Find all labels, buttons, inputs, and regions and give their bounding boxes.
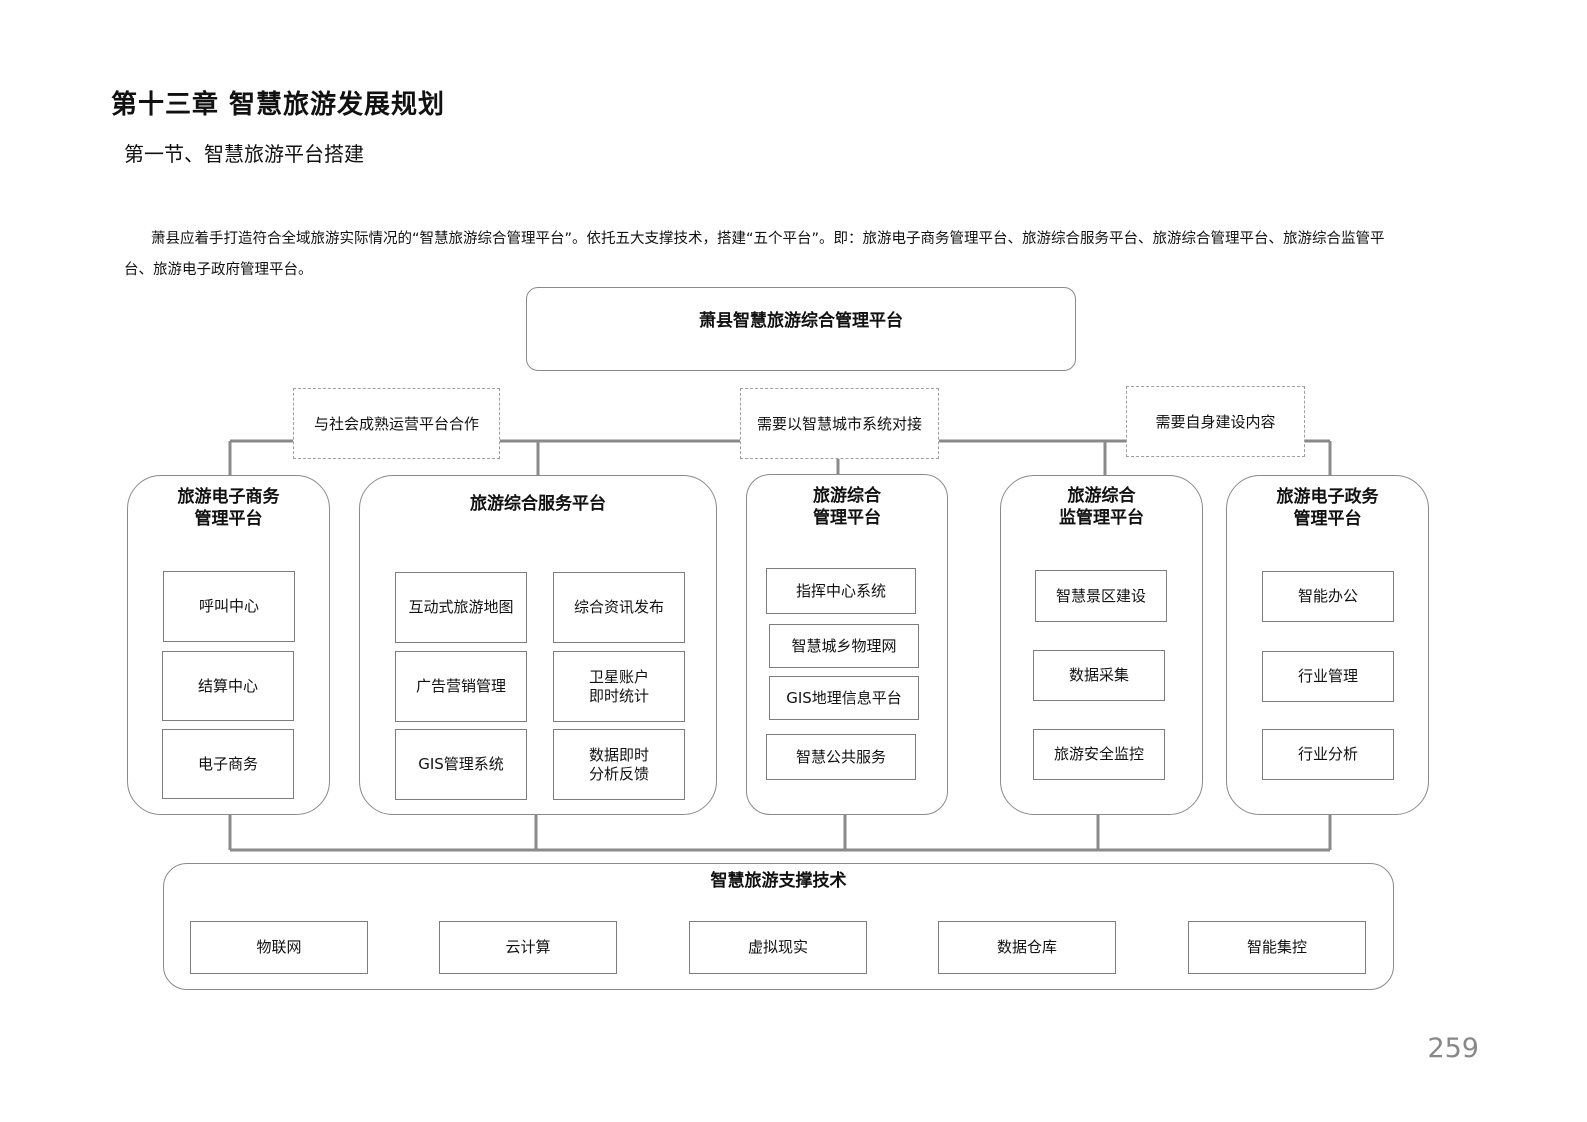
note-smart-city: 需要以智慧城市系统对接 bbox=[740, 388, 939, 459]
item-gis-management: GIS管理系统 bbox=[395, 729, 527, 800]
platform-supervision-title: 旅游综合 监管理平台 bbox=[1059, 486, 1144, 528]
tech-iot: 物联网 bbox=[190, 921, 368, 974]
platform-service-title: 旅游综合服务平台 bbox=[470, 494, 606, 514]
platform-ecommerce-title: 旅游电子商务 管理平台 bbox=[177, 487, 280, 529]
item-command-center: 指挥中心系统 bbox=[766, 568, 916, 614]
item-smart-network: 智慧城乡物理网 bbox=[769, 624, 919, 668]
tech-vr: 虚拟现实 bbox=[689, 921, 867, 974]
note-self-build: 需要自身建设内容 bbox=[1126, 386, 1305, 457]
item-industry-management: 行业管理 bbox=[1262, 651, 1394, 702]
top-platform-title: 萧县智慧旅游综合管理平台 bbox=[699, 311, 903, 331]
item-settlement-center: 结算中心 bbox=[162, 651, 294, 721]
page-number: 259 bbox=[1427, 1033, 1479, 1064]
item-info-publish: 综合资讯发布 bbox=[553, 572, 685, 643]
item-ad-marketing: 广告营销管理 bbox=[395, 651, 527, 722]
item-data-collection: 数据采集 bbox=[1033, 650, 1165, 701]
item-safety-monitor: 旅游安全监控 bbox=[1033, 729, 1165, 780]
item-smart-scenic: 智慧景区建设 bbox=[1035, 570, 1167, 622]
item-public-service: 智慧公共服务 bbox=[766, 734, 916, 780]
item-call-center: 呼叫中心 bbox=[163, 571, 295, 642]
note-social-platform: 与社会成熟运营平台合作 bbox=[293, 388, 500, 459]
tech-smart-control: 智能集控 bbox=[1188, 921, 1366, 974]
item-industry-analysis: 行业分析 bbox=[1262, 729, 1394, 780]
item-interactive-map: 互动式旅游地图 bbox=[395, 572, 527, 643]
item-satellite-account: 卫星账户 即时统计 bbox=[553, 651, 685, 722]
top-platform-box bbox=[526, 287, 1076, 371]
chapter-title: 第十三章 智慧旅游发展规划 bbox=[111, 90, 446, 120]
intro-paragraph: 萧县应着手打造符合全域旅游实际情况的“智慧旅游综合管理平台”。依托五大支撑技术，… bbox=[124, 231, 1385, 278]
item-smart-office: 智能办公 bbox=[1262, 571, 1394, 622]
support-technology-title: 智慧旅游支撑技术 bbox=[710, 871, 847, 891]
section-title: 第一节、智慧旅游平台搭建 bbox=[124, 142, 364, 166]
item-ecommerce: 电子商务 bbox=[162, 729, 294, 799]
platform-management-title: 旅游综合 管理平台 bbox=[813, 486, 881, 528]
item-data-feedback: 数据即时 分析反馈 bbox=[553, 729, 685, 800]
platform-egov-title: 旅游电子政务 管理平台 bbox=[1276, 487, 1379, 529]
tech-cloud: 云计算 bbox=[439, 921, 617, 974]
tech-data-warehouse: 数据仓库 bbox=[938, 921, 1116, 974]
item-gis-platform: GIS地理信息平台 bbox=[769, 676, 919, 720]
